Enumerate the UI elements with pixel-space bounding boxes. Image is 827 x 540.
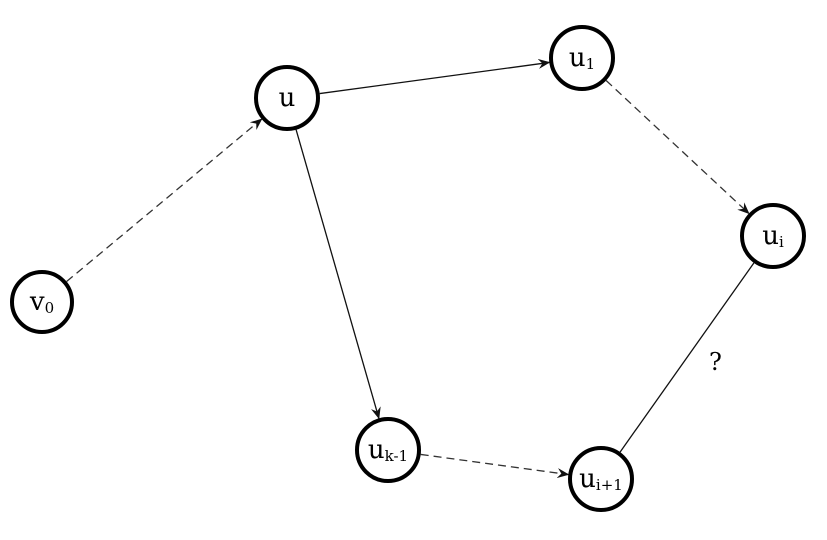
node-u1: u1 <box>549 25 615 91</box>
edge-u-u1 <box>319 58 551 95</box>
node-u: u <box>254 65 320 131</box>
node-circle <box>549 25 615 91</box>
node-circle <box>740 203 806 269</box>
node-circle <box>568 446 634 512</box>
edge-v0-u <box>66 118 263 283</box>
edge-ui-ui1 <box>619 262 755 453</box>
node-uk1: uk-1 <box>355 417 421 483</box>
node-circle <box>355 417 421 483</box>
node-label: ui <box>762 221 784 251</box>
node-circle <box>10 270 74 334</box>
node-label: ui+1 <box>579 464 623 494</box>
edge-uk1-ui1 <box>420 453 570 479</box>
node-label: u <box>279 83 296 113</box>
node-ui1: ui+1 <box>568 446 634 512</box>
edge-u-uk1 <box>295 129 381 420</box>
node-label: u1 <box>569 43 595 73</box>
node-ui: ui <box>740 203 806 269</box>
node-label: uk-1 <box>368 435 408 465</box>
edge-label-question: ? <box>709 348 722 376</box>
node-label: v0 <box>29 287 54 317</box>
node-circle <box>254 65 320 131</box>
edge-u1-ui <box>605 80 750 215</box>
node-v0: v0 <box>10 270 74 334</box>
